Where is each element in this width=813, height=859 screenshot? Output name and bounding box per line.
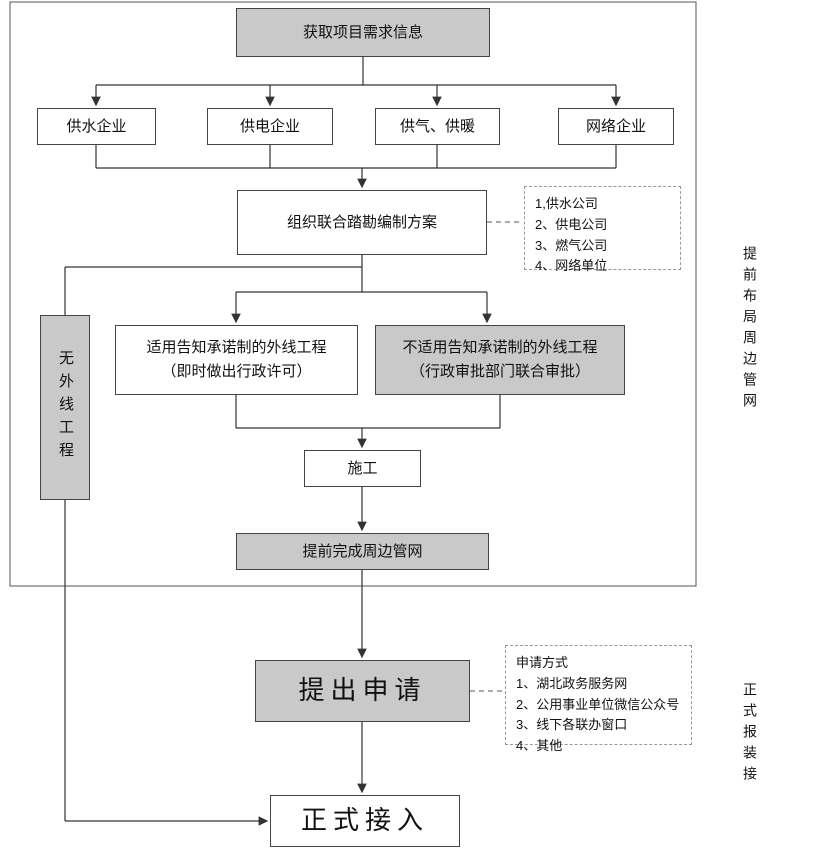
node-network-company: 网络企业 (558, 108, 674, 145)
node-power-company: 供电企业 (207, 108, 333, 145)
node-construction: 施工 (304, 450, 421, 487)
side-label-advance-layout-pipe-network: 提前布局周边管网 (742, 246, 758, 414)
note-application-methods: 申请方式 1、湖北政务服务网 2、公用事业单位微信公众号 3、线下各联办窗口 4… (505, 645, 692, 753)
stage-border (9, 1, 697, 587)
node-formal-access: 正式接入 (270, 795, 460, 847)
node-commitment-applicable: 适用告知承诺制的外线工程 （即时做出行政许可） (115, 325, 358, 395)
note-survey-line: 3、燃气公司 (535, 237, 608, 253)
node-advance-complete-pipe-network: 提前完成周边管网 (236, 533, 489, 570)
note-apply-line: 2、公用事业单位微信公众号 (516, 696, 680, 712)
note-survey-line: 4、网络单位 (535, 258, 608, 274)
node-submit-application: 提出申请 (255, 660, 470, 722)
side-label-formal-installation: 正式报装接 (742, 682, 758, 787)
node-water-company: 供水企业 (37, 108, 156, 145)
node-gas-heating-company: 供气、供暖 (375, 108, 500, 145)
note-survey-line: 1,供水公司 (535, 196, 598, 211)
note-survey-line: 2、供电公司 (535, 216, 608, 232)
node-no-outside-line-project: 无外线工程 (40, 315, 90, 500)
node-commitment-not-applicable: 不适用告知承诺制的外线工程 （行政审批部门联合审批） (375, 325, 625, 395)
note-survey-units: 1,供水公司 2、供电公司 3、燃气公司 4、网络单位 (524, 186, 681, 273)
node-joint-survey-plan: 组织联合踏勘编制方案 (237, 190, 487, 255)
note-apply-title: 申请方式 (516, 655, 569, 670)
node-get-project-info: 获取项目需求信息 (236, 8, 490, 57)
note-apply-line: 1、湖北政务服务网 (516, 675, 628, 691)
note-apply-line: 4、其他 (516, 738, 563, 754)
note-apply-line: 3、线下各联办窗口 (516, 717, 628, 733)
